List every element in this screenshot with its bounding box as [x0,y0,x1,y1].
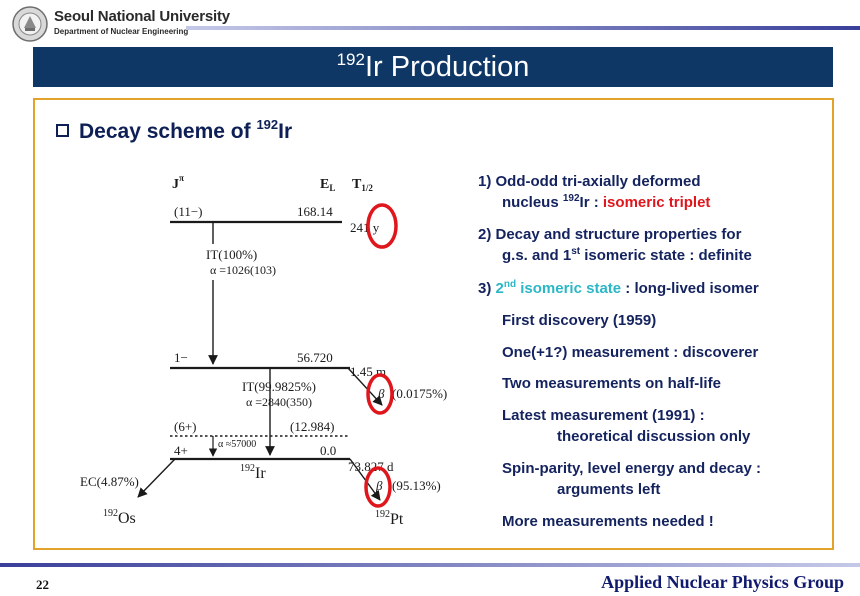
isomeric-triplet-highlight: isomeric triplet [602,194,711,211]
footer-divider [0,563,860,567]
note-2-line-1: 2) Decay and structure properties for [478,226,742,243]
sub-note: Two measurements on half-life [502,375,721,392]
section-heading: Decay scheme of 192Ir [56,117,293,144]
note-1-line-2: nucleus 192Ir : isomeric triplet [502,193,711,212]
sub-note-continued: arguments left [557,481,661,498]
department-name: Department of Nuclear Engineering [54,27,189,36]
header-divider [186,26,860,30]
sub-note: Spin-parity, level energy and decay : [502,460,761,477]
heading-mass: 192 [256,117,279,132]
note-3: 3) 2nd isomeric state : long-lived isome… [478,279,759,298]
sub-note: First discovery (1959) [502,312,657,329]
page-number: 22 [36,577,49,592]
sub-note: One(+1?) measurement : discoverer [502,344,759,361]
second-isomer-highlight: 2nd isomeric state [495,279,622,298]
title-mass-number: 192 [336,50,365,69]
sub-note: More measurements needed ! [502,513,714,530]
checkbox-bullet-icon [56,124,69,137]
sub-note-continued: theoretical discussion only [557,428,751,445]
note-1-line-1: 1) Odd-odd tri-axially deformed [478,173,701,190]
content-frame [33,98,834,550]
university-logo [12,6,48,42]
sub-note: Latest measurement (1991) : [502,407,705,424]
slide-title: 192Ir Production [33,47,833,87]
heading-text: Decay scheme of [79,120,257,143]
university-name: Seoul National University [54,8,230,25]
group-name: Applied Nuclear Physics Group [601,572,844,592]
note-2-line-2: g.s. and 1st isomeric state : definite [502,246,752,265]
title-text: Ir Production [364,51,530,83]
heading-element: Ir [278,120,293,143]
